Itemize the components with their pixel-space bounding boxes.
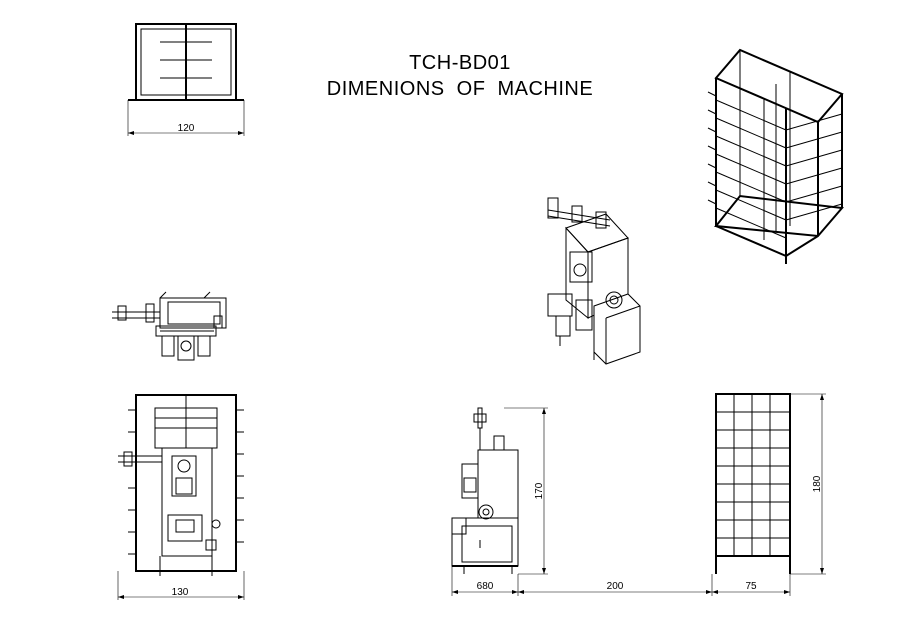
machine-side-elevation: 170 xyxy=(451,407,548,575)
machine-isometric-view xyxy=(547,197,641,365)
machine-top-view-small xyxy=(112,291,227,361)
dim-top-width: 120 xyxy=(178,123,195,134)
dim-gap-length: 200 xyxy=(607,581,624,592)
dim-cabinet-width: 75 xyxy=(745,581,757,592)
dim-cabinet-height: 180 xyxy=(812,475,823,492)
dim-plan-width: 130 xyxy=(172,587,189,598)
cabinet-isometric-view xyxy=(707,48,844,264)
cabinet-front-elevation: 180 xyxy=(715,393,826,575)
machine-plan-view: 130 xyxy=(117,394,245,600)
drawing-title-description: DIMENIONS OF MACHINE xyxy=(326,78,594,100)
bottom-dimension-chain: 680 200 75 xyxy=(451,566,791,596)
drawing-title-model: TCH-BD01 xyxy=(409,52,511,74)
dim-side-height: 170 xyxy=(534,482,545,499)
top-front-view: 120 xyxy=(127,23,245,136)
dim-side-base-width: 680 xyxy=(477,581,494,592)
